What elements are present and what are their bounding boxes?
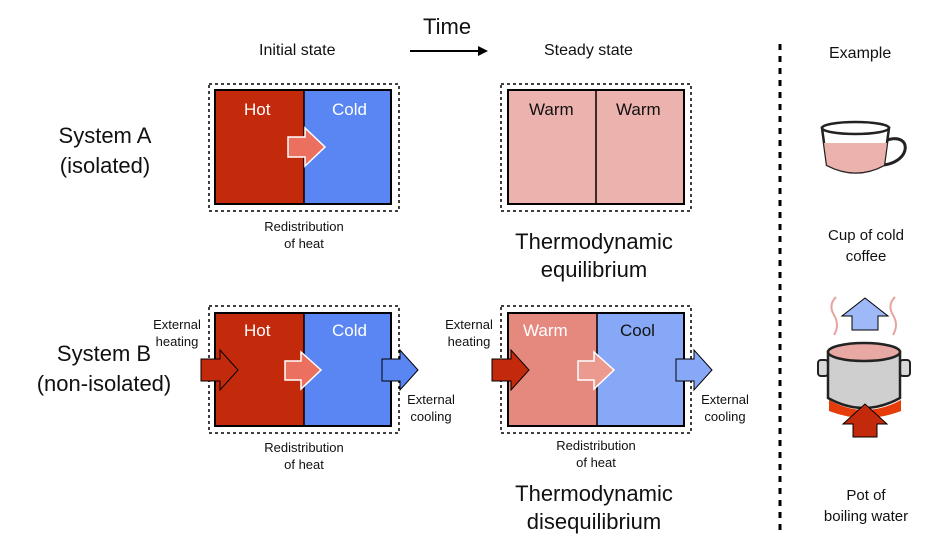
system-a-redistribution-label: Redistribution of heat <box>264 219 344 251</box>
steam-icon <box>830 296 897 336</box>
system-b-steady-right-label: Cool <box>620 321 655 340</box>
system-b-steady-left-label: Warm <box>523 321 568 340</box>
system-a-initial-right-label: Cold <box>332 100 367 119</box>
system-a-qualifier: (isolated) <box>59 153 151 178</box>
initial-state-header: Initial state <box>259 42 336 59</box>
system-b-steady-redistribution-label: Redistribution of heat <box>556 438 636 470</box>
heating-arrow-icon <box>200 348 239 392</box>
time-arrow-icon <box>410 46 488 56</box>
heating-arrow-icon <box>491 348 530 392</box>
example-b-label: Pot of boiling water <box>823 487 909 525</box>
system-a-name: System A <box>58 123 152 148</box>
system-b-initial-redistribution-label: Redistribution of heat <box>264 440 344 472</box>
coffee-cup-icon <box>820 120 907 174</box>
time-label: Time <box>423 14 472 39</box>
system-b-qualifier: (non-isolated) <box>36 371 172 396</box>
system-b-name: System B <box>56 341 152 366</box>
system-b-outcome-label: Thermodynamic disequilibrium <box>515 481 673 534</box>
system-a-initial-left-label: Hot <box>244 100 271 119</box>
system-b-steady-heating-label: External heating <box>445 317 493 349</box>
system-a-steady-box <box>500 83 692 212</box>
system-b-title: System B (non-isolated) <box>14 339 194 399</box>
example-header: Example <box>829 45 892 62</box>
cooling-arrow-icon <box>675 348 713 392</box>
system-b-initial-left-label: Hot <box>244 321 271 340</box>
heat-transfer-arrow-icon <box>284 350 323 391</box>
heat-transfer-arrow-icon <box>287 126 327 168</box>
system-a-steady-right-label: Warm <box>616 100 661 119</box>
system-b-initial-right-label: Cold <box>332 321 367 340</box>
heat-transfer-arrow-icon <box>577 350 616 391</box>
boiling-pot-icon <box>817 296 911 438</box>
cooling-arrow-icon <box>381 348 419 392</box>
system-b-steady-cooling-label: External cooling <box>701 392 749 424</box>
system-b-initial-heating-label: External heating <box>153 317 201 349</box>
system-b-initial-cooling-label: External cooling <box>407 392 455 424</box>
system-a-outcome-label: Thermodynamic equilibrium <box>515 229 673 282</box>
example-a-label: Cup of cold coffee <box>828 227 904 265</box>
steady-state-header: Steady state <box>544 42 633 59</box>
system-a-steady-left-label: Warm <box>529 100 574 119</box>
system-a-title: System A (isolated) <box>20 121 190 181</box>
